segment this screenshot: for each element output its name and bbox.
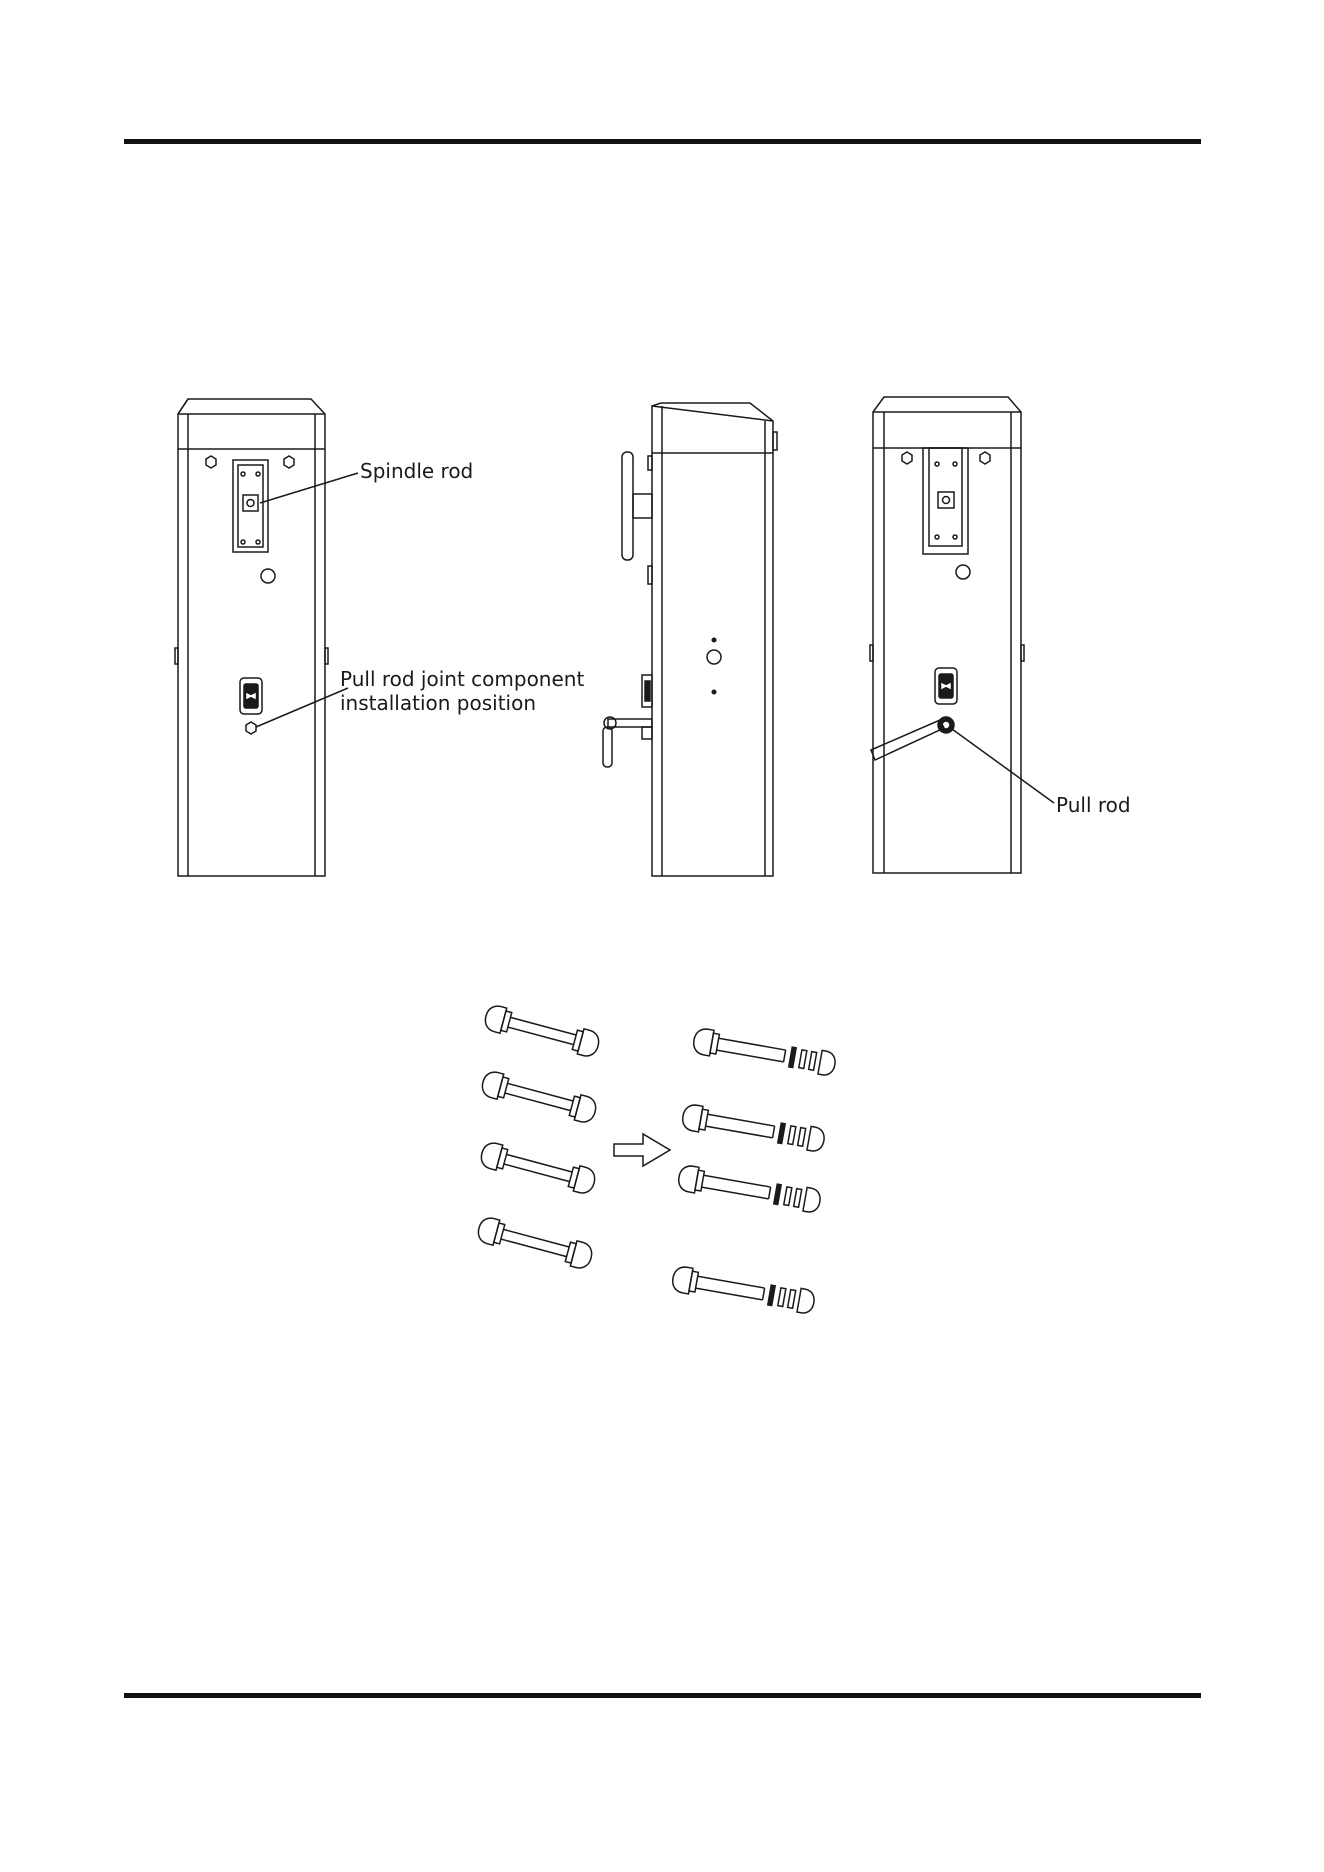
cabinet-side-view <box>603 403 777 876</box>
footer-rule <box>124 1693 1201 1698</box>
rod-assembly-before <box>476 1003 602 1270</box>
rod-assembly-after <box>671 1027 837 1315</box>
arrow-right-icon <box>614 1134 670 1166</box>
label-pull-rod-joint-line2: installation position <box>340 691 536 715</box>
cabinet-front-view <box>175 399 358 876</box>
label-pull-rod: Pull rod <box>1056 793 1131 817</box>
label-spindle-rod: Spindle rod <box>360 459 473 483</box>
label-pull-rod-joint-line1: Pull rod joint component <box>340 667 584 691</box>
cabinet-front-with-pull-rod <box>870 397 1054 873</box>
